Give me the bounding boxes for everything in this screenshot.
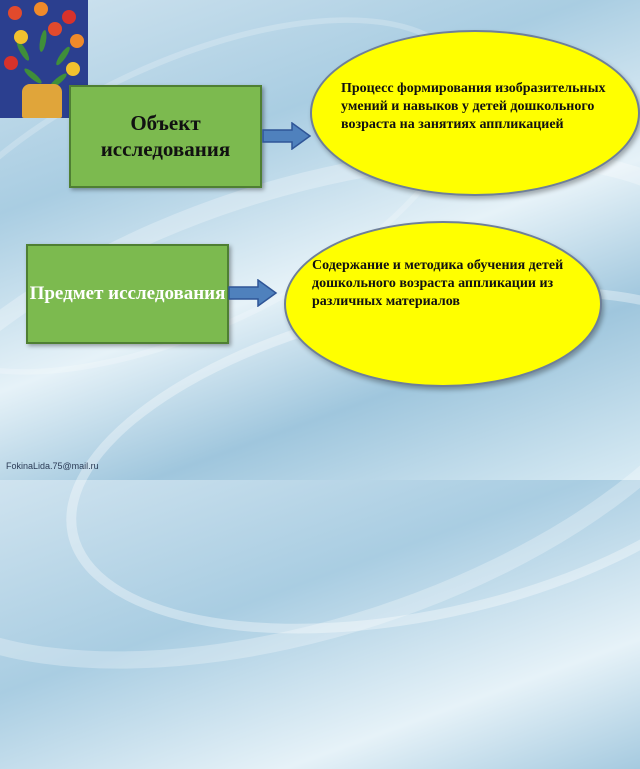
- research-subject-box: Предмет исследования: [26, 244, 229, 344]
- research-subject-label: Предмет исследования: [29, 282, 226, 304]
- watermark-email: FokinaLida.75@mail.ru: [6, 461, 99, 471]
- subject-description-ellipse: [284, 221, 602, 387]
- research-object-label: Объект исследования: [100, 111, 231, 161]
- right-arrow-icon: [262, 122, 312, 150]
- object-description-text: Процесс формирования изобразительных уме…: [341, 81, 606, 132]
- object-description-ellipse: [310, 30, 640, 196]
- subject-description-text: Содержание и методика обучения детей дош…: [312, 258, 564, 309]
- flower-applique-image: [0, 0, 88, 118]
- research-object-box: Объект исследования: [69, 85, 262, 188]
- right-arrow-icon: [228, 279, 278, 307]
